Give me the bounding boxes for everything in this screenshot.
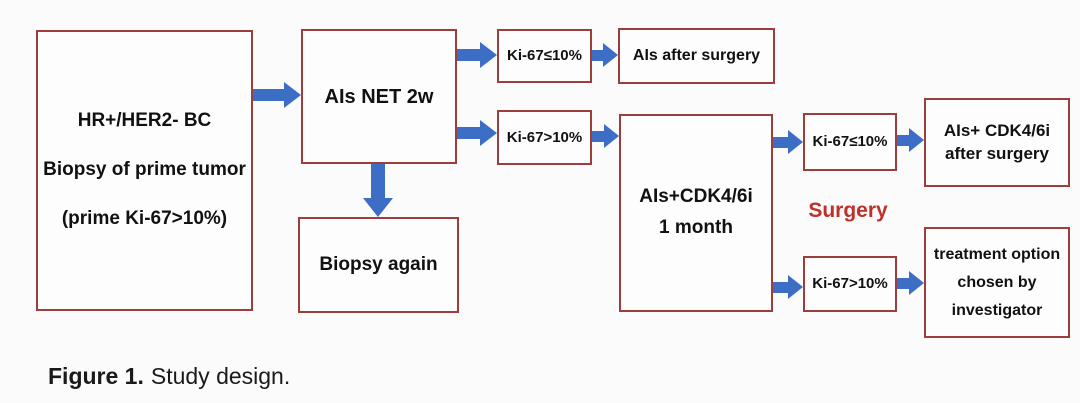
- box-ais-net-2w: AIs NET 2w: [301, 29, 457, 164]
- arrow-ki67le2-to-ais-cdk-after: [897, 127, 924, 153]
- figure-caption-text: Study design.: [150, 363, 291, 389]
- box-treatment-line1: treatment option: [933, 245, 1061, 263]
- box-biopsy-again: Biopsy again: [298, 217, 459, 313]
- arrow-ais-net-to-ki67le: [457, 42, 497, 68]
- arrow-ki67gt2-to-treatment: [897, 270, 924, 296]
- box-treatment-option: treatment option chosen by investigator: [924, 227, 1070, 338]
- box-ki67-gt10-second: Ki-67>10%: [803, 256, 897, 312]
- box-ais-net-label: AIs NET 2w: [324, 85, 434, 108]
- arrow-ki67le-to-ais-after: [592, 43, 618, 67]
- arrow-shaft: [253, 89, 284, 101]
- box-biopsy-again-label: Biopsy again: [319, 253, 438, 275]
- arrow-shaft: [371, 164, 385, 198]
- arrow-head-icon: [604, 124, 619, 148]
- surgery-label: Surgery: [808, 199, 888, 222]
- arrow-shaft: [897, 134, 909, 146]
- box-ki67-le10-first-label: Ki-67≤10%: [507, 47, 582, 64]
- box-ais-cdk-after-line2: after surgery: [945, 143, 1049, 163]
- box-ais-cdk-1month: AIs+CDK4/6i 1 month: [619, 114, 773, 312]
- box-hr-line2: Biopsy of prime tumor: [43, 159, 246, 181]
- box-hr-line3: (prime Ki-67>10%): [61, 207, 228, 229]
- arrow-head-icon: [788, 130, 803, 154]
- arrow-head-icon: [788, 275, 803, 299]
- box-ki67-gt10-first-label: Ki-67>10%: [506, 128, 583, 146]
- box-ki67-le10-second-label: Ki-67≤10%: [812, 133, 888, 150]
- box-ais-cdk-line1: AIs+CDK4/6i: [639, 186, 753, 208]
- arrow-cdk-to-ki67le2: [773, 129, 803, 155]
- arrow-shaft: [897, 277, 909, 289]
- box-treatment-line3: investigator: [951, 302, 1043, 320]
- arrow-hr-to-ais-net: [253, 81, 301, 109]
- arrow-head-icon: [480, 42, 497, 68]
- arrow-shaft: [592, 49, 603, 61]
- arrow-head-icon: [284, 82, 301, 108]
- arrow-head-icon: [363, 198, 393, 217]
- figure-caption-number: Figure 1.: [48, 363, 144, 389]
- arrow-shaft: [773, 136, 788, 148]
- arrow-head-icon: [480, 120, 497, 146]
- box-ais-after-surgery-label: AIs after surgery: [632, 47, 761, 65]
- box-ais-cdk-after-surgery: AIs+ CDK4/6i after surgery: [924, 98, 1070, 187]
- figure-caption: Figure 1.Study design.: [48, 363, 290, 390]
- arrow-cdk-to-ki67gt2: [773, 274, 803, 300]
- box-treatment-line2: chosen by: [957, 273, 1037, 291]
- box-ki67-le10-first: Ki-67≤10%: [497, 29, 592, 83]
- arrow-ki67gt-to-cdk: [592, 124, 619, 148]
- arrow-ais-net-to-biopsy-again: [363, 164, 393, 217]
- box-ais-after-surgery: AIs after surgery: [618, 28, 775, 84]
- arrow-head-icon: [603, 43, 618, 67]
- arrow-shaft: [457, 127, 480, 139]
- box-hr-her2-biopsy: HR+/HER2- BC Biopsy of prime tumor (prim…: [36, 30, 253, 311]
- arrow-ais-net-to-ki67gt: [457, 120, 497, 146]
- arrow-shaft: [773, 281, 788, 293]
- arrow-head-icon: [909, 128, 924, 152]
- box-hr-line1: HR+/HER2- BC: [77, 110, 212, 132]
- arrow-shaft: [592, 130, 604, 142]
- box-ki67-gt10-second-label: Ki-67>10%: [812, 275, 888, 292]
- arrow-head-icon: [909, 271, 924, 295]
- box-ais-cdk-after-line1: AIs+ CDK4/6i: [943, 121, 1051, 141]
- arrow-shaft: [457, 49, 480, 61]
- box-ki67-gt10-first: Ki-67>10%: [497, 110, 592, 165]
- box-ais-cdk-line2: 1 month: [659, 217, 733, 238]
- box-ki67-le10-second: Ki-67≤10%: [803, 113, 897, 171]
